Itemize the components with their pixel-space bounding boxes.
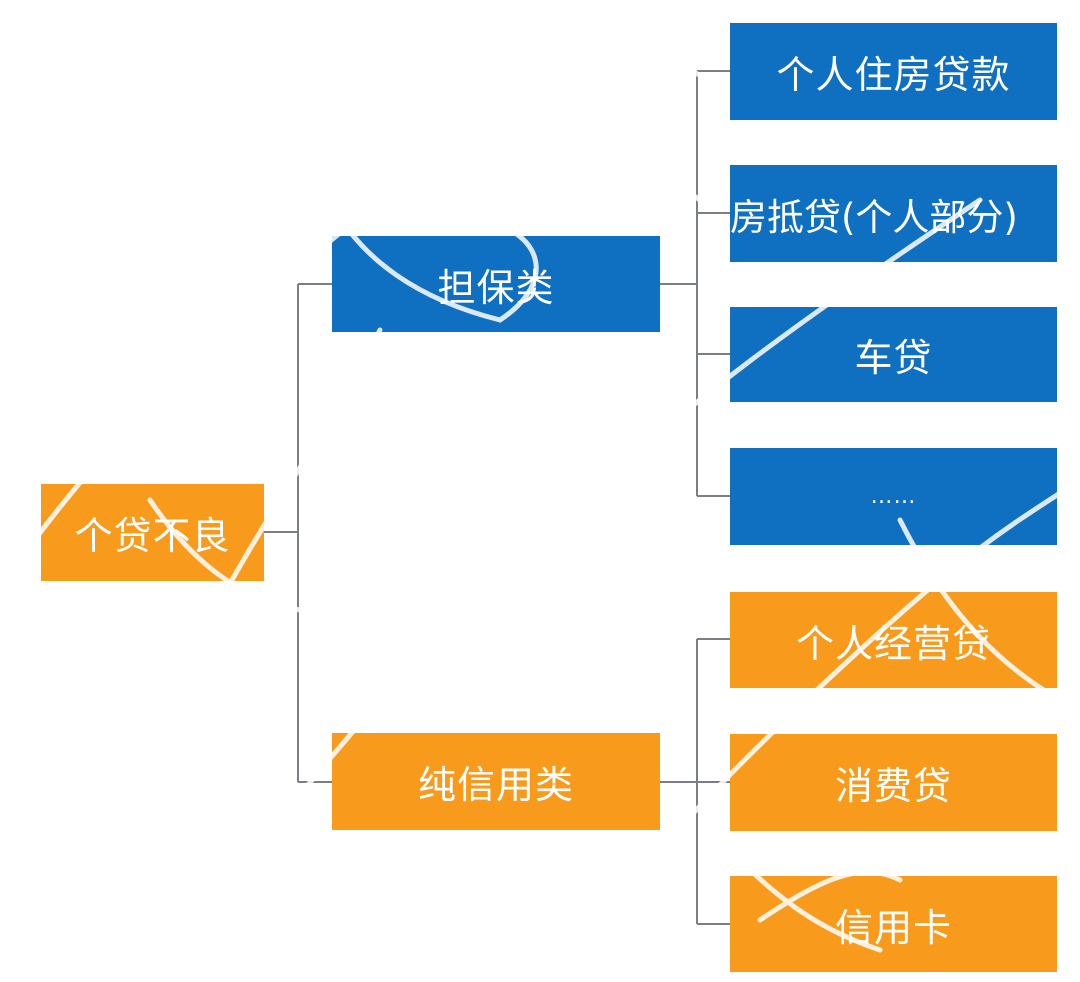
item-label: 房抵贷(个人部分) [730, 195, 1018, 239]
item-label: 个人住房贷款 [776, 53, 1011, 97]
item-label: 个人经营贷 [795, 621, 991, 666]
item-car-loan: 车贷 [730, 307, 1057, 402]
category-credit: 纯信用类 [332, 733, 660, 830]
item-label: 车贷 [854, 336, 933, 380]
item-business-loan: 个人经营贷 [730, 592, 1057, 688]
item-housing-loan: 个人住房贷款 [730, 23, 1057, 120]
item-label: 消费贷 [834, 764, 952, 808]
item-credit-card: 信用卡 [730, 876, 1057, 972]
item-mortgage-loan: 房抵贷(个人部分) [730, 165, 1057, 262]
item-consumer-loan: 消费贷 [730, 734, 1057, 831]
root-label: 个贷不良 [74, 514, 231, 558]
category-credit-label: 纯信用类 [417, 763, 574, 807]
item-label: …… [870, 484, 917, 509]
